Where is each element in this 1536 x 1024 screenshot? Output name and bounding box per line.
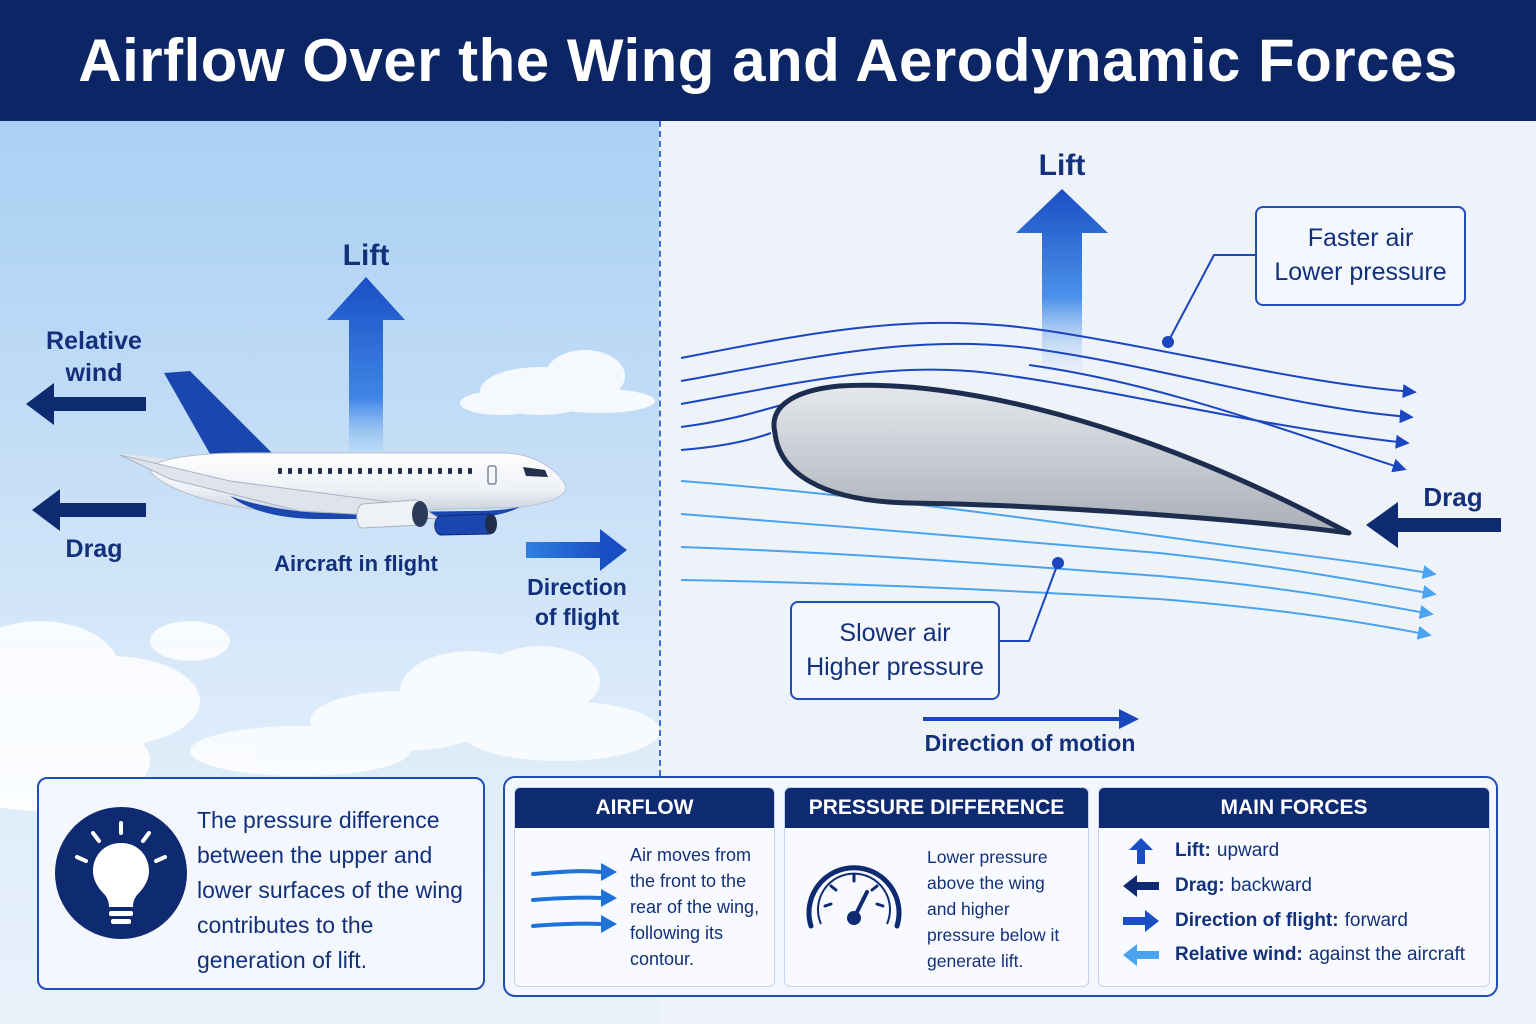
arrow-left-icon (1123, 875, 1159, 897)
airfoil-wing (771, 382, 1352, 536)
arrow-up-icon (1129, 838, 1153, 864)
drag-label-right: Drag (1423, 482, 1483, 512)
engine-far (434, 513, 497, 536)
tip-box: The pressure difference between the uppe… (37, 777, 485, 990)
force-desc-relative-wind: against the aircraft (1308, 944, 1466, 965)
force-row-direction: Direction of flight: forward (1121, 908, 1408, 934)
force-desc-lift: upward (1216, 840, 1280, 861)
lower-callout-line1: Slower air (839, 618, 951, 647)
airflow-card-text: Air moves from the front to the rear of … (630, 845, 760, 969)
arrow-left-light-icon (1123, 944, 1159, 966)
force-name-drag: Drag: (1175, 875, 1225, 896)
lower-streamlines (680, 480, 1437, 640)
lower-callout: Slower air Higher pressure (790, 601, 1000, 700)
upper-callout: Faster air Lower pressure (1255, 206, 1466, 306)
force-name-direction: Direction of flight: (1175, 910, 1339, 931)
upper-streamlines (680, 321, 1417, 473)
info-panel: AIRFLOW Air moves from the front to the … (503, 776, 1498, 997)
force-row-drag: Drag: backward (1121, 873, 1312, 899)
gauge-icon (806, 865, 902, 929)
direction-of-motion-arrow (923, 709, 1139, 729)
drag-arrow-left (32, 489, 146, 531)
airfoil-scene: Lift Drag Faster air Lower pressure Slow… (659, 121, 1536, 781)
drag-label-left: Drag (65, 535, 123, 563)
lift-label-left: Lift (342, 239, 390, 272)
lower-callout-line2: Higher pressure (806, 652, 984, 681)
lift-label-right: Lift (1038, 149, 1086, 182)
direction-of-motion-label: Direction of motion (924, 730, 1136, 756)
airflow-card: AIRFLOW Air moves from the front to the … (514, 787, 775, 987)
engine-near (356, 499, 428, 529)
force-row-relative-wind: Relative wind: against the aircraft (1121, 942, 1465, 968)
panel-divider (659, 121, 661, 776)
lower-callout-leader (999, 557, 1064, 642)
airfoil-illustration (680, 189, 1501, 729)
drag-arrow-right (1366, 502, 1501, 548)
relative-wind-label: Relative wind (46, 327, 142, 387)
airflow-card-title: AIRFLOW (515, 788, 774, 828)
direction-of-flight-label: Direction of flight (527, 574, 627, 630)
pressure-card: PRESSURE DIFFERENCE Lower pressure above… (784, 787, 1089, 987)
upper-callout-line2: Lower pressure (1274, 258, 1447, 286)
pressure-card-text: Lower pressure above the wing and higher… (927, 847, 1060, 971)
cloud-top (460, 350, 655, 415)
title-banner: Airflow Over the Wing and Aerodynamic Fo… (0, 0, 1536, 121)
direction-of-flight-arrow (526, 529, 627, 571)
cloud-bottom-left (0, 621, 230, 811)
page-title: Airflow Over the Wing and Aerodynamic Fo… (78, 27, 1458, 94)
lift-arrow-left (327, 277, 405, 451)
aircraft (118, 371, 567, 536)
lift-arrow-right (1016, 189, 1108, 371)
force-name-lift: Lift: (1175, 840, 1211, 861)
forces-card-title: MAIN FORCES (1099, 788, 1489, 828)
force-desc-direction: forward (1344, 910, 1408, 931)
force-name-relative-wind: Relative wind: (1175, 944, 1303, 965)
lightbulb-icon (55, 807, 187, 939)
force-desc-drag: backward (1230, 875, 1312, 896)
relative-wind-arrow (26, 383, 146, 425)
pressure-card-title: PRESSURE DIFFERENCE (785, 788, 1088, 828)
arrow-right-icon (1123, 910, 1159, 932)
sky-illustration (0, 277, 659, 811)
airflow-arrows-icon (531, 863, 617, 933)
upper-callout-line1: Faster air (1307, 224, 1414, 253)
aircraft-caption: Aircraft in flight (274, 551, 438, 576)
force-row-lift: Lift: upward (1121, 838, 1279, 864)
forces-card: MAIN FORCES Lift: upward Drag: backward (1098, 787, 1490, 987)
cloud-bottom-right (190, 646, 659, 776)
upper-callout-leader (1162, 254, 1255, 348)
tip-text: The pressure difference between the uppe… (197, 807, 463, 973)
